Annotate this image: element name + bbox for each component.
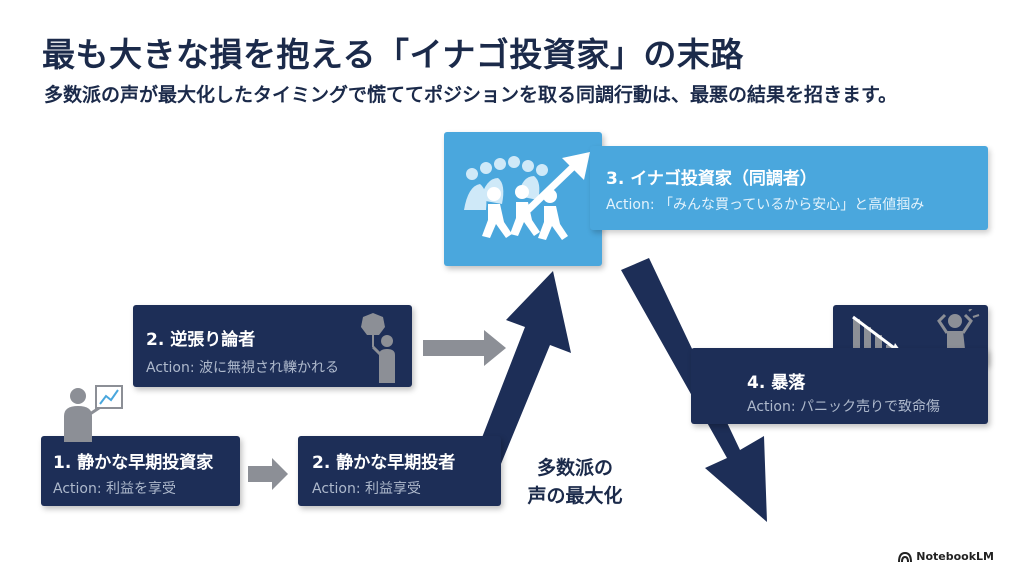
connector-arrow-contrarian <box>423 330 506 366</box>
node-locust-investor <box>444 132 602 266</box>
brand-name: NotebookLM <box>916 550 994 563</box>
page-title: 最も大きな損を抱える「イナゴ投資家」の末路 <box>42 35 744 74</box>
center-caption-line-1: 多数派の <box>536 457 613 479</box>
node-action: Action: 利益を享受 <box>53 481 177 497</box>
rising-arrow <box>469 271 571 476</box>
node-label: 3. イナゴ投資家（同調者） <box>606 169 817 189</box>
notebooklm-logo-icon <box>898 551 913 562</box>
node-action: Action: パニック売りで致命傷 <box>747 399 941 415</box>
presenter-icon <box>64 385 123 442</box>
connector-arrow-1-2 <box>248 458 288 490</box>
node-label: 4. 暴落 <box>747 373 806 393</box>
node-action: Action: 波に無視され轢かれる <box>146 360 340 376</box>
center-caption-line-2: 声の最大化 <box>527 485 623 507</box>
brand-mark: NotebookLM <box>898 550 994 563</box>
node-contrarian: 2. 逆張り論者 Action: 波に無視され轢かれる <box>133 305 412 387</box>
node-label: 2. 逆張り論者 <box>146 330 256 350</box>
center-caption: 多数派の 声の最大化 <box>520 454 630 510</box>
page-subtitle: 多数派の声が最大化したタイミングで慌ててポジションを取る同調行動は、最悪の結果を… <box>44 84 898 106</box>
node-locust-investor-label-panel: 3. イナゴ投資家（同調者） Action: 「みんな買っているから安心」と高値… <box>590 146 988 230</box>
node-label: 1. 静かな早期投資家 <box>53 453 214 473</box>
node-early-trader: 2. 静かな早期投者 Action: 利益享受 <box>298 436 501 506</box>
node-early-investor: 1. 静かな早期投資家 Action: 利益を享受 <box>41 436 240 506</box>
node-crash-label-panel: 4. 暴落 Action: パニック売りで致命傷 <box>691 348 988 424</box>
node-action: Action: 「みんな買っているから安心」と高値掴み <box>606 197 925 213</box>
node-action: Action: 利益享受 <box>312 481 422 497</box>
node-label: 2. 静かな早期投者 <box>312 453 456 473</box>
protester-icon <box>361 313 395 383</box>
crowd-running-icon <box>464 152 590 240</box>
